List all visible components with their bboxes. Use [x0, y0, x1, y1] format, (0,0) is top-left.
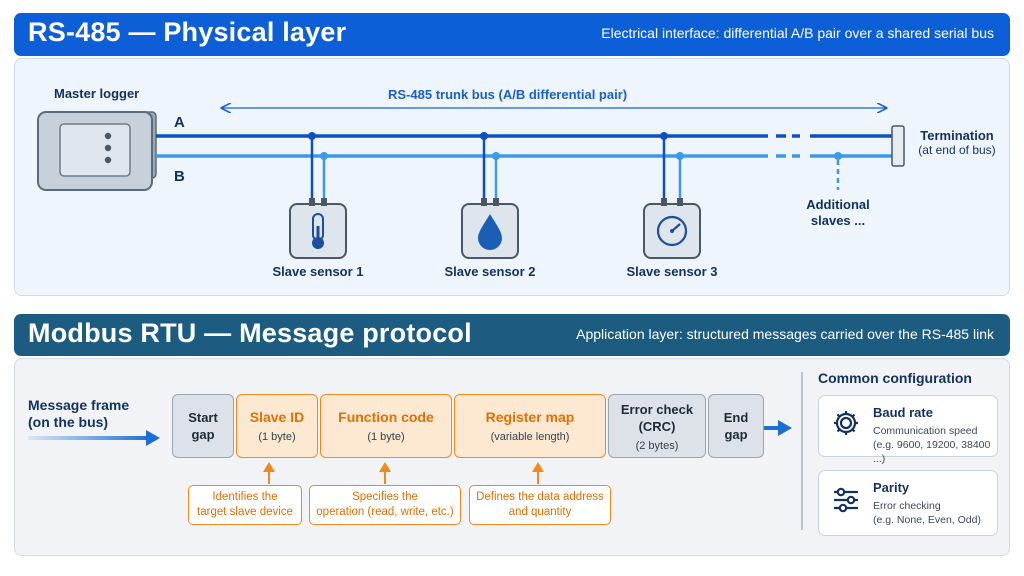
frame-error-check: Error check (CRC) (2 bytes)	[608, 394, 706, 458]
frame-arrows	[28, 372, 803, 530]
frame-end-gap: End gap	[708, 394, 764, 458]
message-frame-label: Message frame (on the bus)	[28, 397, 130, 430]
master-logger-icon	[37, 111, 157, 191]
slave-sensor-2-label: Slave sensor 2	[444, 264, 536, 279]
protocol-header: Modbus RTU — Message protocol Applicatio…	[14, 314, 1010, 356]
slave-drop-1	[308, 132, 328, 205]
thermometer-icon	[312, 213, 324, 249]
config-parity: Parity Error checking(e.g. None, Even, O…	[818, 470, 998, 536]
additional-slaves-label: Additional slaves ...	[806, 197, 870, 228]
outgoing-frame-arrow	[764, 426, 780, 430]
config-heading: Common configuration	[818, 370, 972, 386]
physical-layer-header: RS-485 — Physical layer Electrical inter…	[14, 13, 1010, 56]
protocol-subtitle: Application layer: structured messages c…	[576, 326, 994, 342]
slave-sensor-1-box	[289, 198, 347, 259]
physical-layer-title: RS-485 — Physical layer	[28, 17, 347, 47]
termination-label: Termination (at end of bus)	[918, 128, 996, 157]
bus-diagram	[37, 0, 905, 259]
trunk-bus-label: RS-485 trunk bus (A/B differential pair)	[388, 87, 628, 102]
slave-drop-2	[480, 132, 500, 205]
slave-drop-3	[660, 132, 684, 205]
line-a-label: A	[174, 114, 185, 131]
master-logger-label: Master logger	[54, 86, 140, 101]
sliders-icon	[834, 487, 858, 513]
incoming-frame-arrow	[28, 436, 150, 440]
slave-sensor-3-box	[643, 198, 701, 259]
physical-layer-subtitle: Electrical interface: differential A/B p…	[601, 25, 994, 41]
config-baud-rate: Baud rate Communication speed(e.g. 9600,…	[818, 395, 998, 465]
frame-function-code: Function code (1 byte)	[320, 394, 452, 458]
slave-sensor-3-label: Slave sensor 3	[626, 264, 718, 279]
gear-icon	[834, 411, 858, 435]
gauge-icon	[656, 215, 688, 247]
frame-start-gap: Start gap	[172, 394, 234, 458]
frame-register-map: Register map (variable length)	[454, 394, 606, 458]
line-b-label: B	[174, 168, 185, 185]
slave-sensor-1-label: Slave sensor 1	[272, 264, 364, 279]
frame-slave-id: Slave ID (1 byte)	[236, 394, 318, 458]
water-drop-icon	[478, 214, 502, 250]
protocol-title: Modbus RTU — Message protocol	[28, 318, 472, 348]
slave-sensor-2-box	[461, 198, 519, 259]
termination-resistor-icon	[891, 125, 905, 167]
